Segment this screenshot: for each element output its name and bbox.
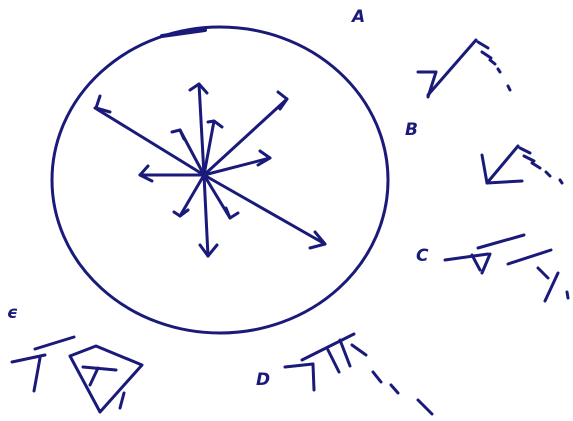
central-arrow-star	[95, 84, 325, 256]
fragment-epsilon	[12, 337, 142, 412]
label-a: A	[352, 9, 365, 26]
fragment-b	[482, 146, 562, 183]
label-epsilon: ϵ	[7, 305, 18, 322]
label-b: B	[405, 122, 418, 139]
fragment-a	[418, 40, 510, 97]
label-d: D	[256, 372, 270, 389]
fragment-d	[285, 334, 432, 414]
fragment-c	[445, 235, 568, 301]
main-circle	[52, 27, 388, 333]
label-c: C	[416, 248, 428, 265]
